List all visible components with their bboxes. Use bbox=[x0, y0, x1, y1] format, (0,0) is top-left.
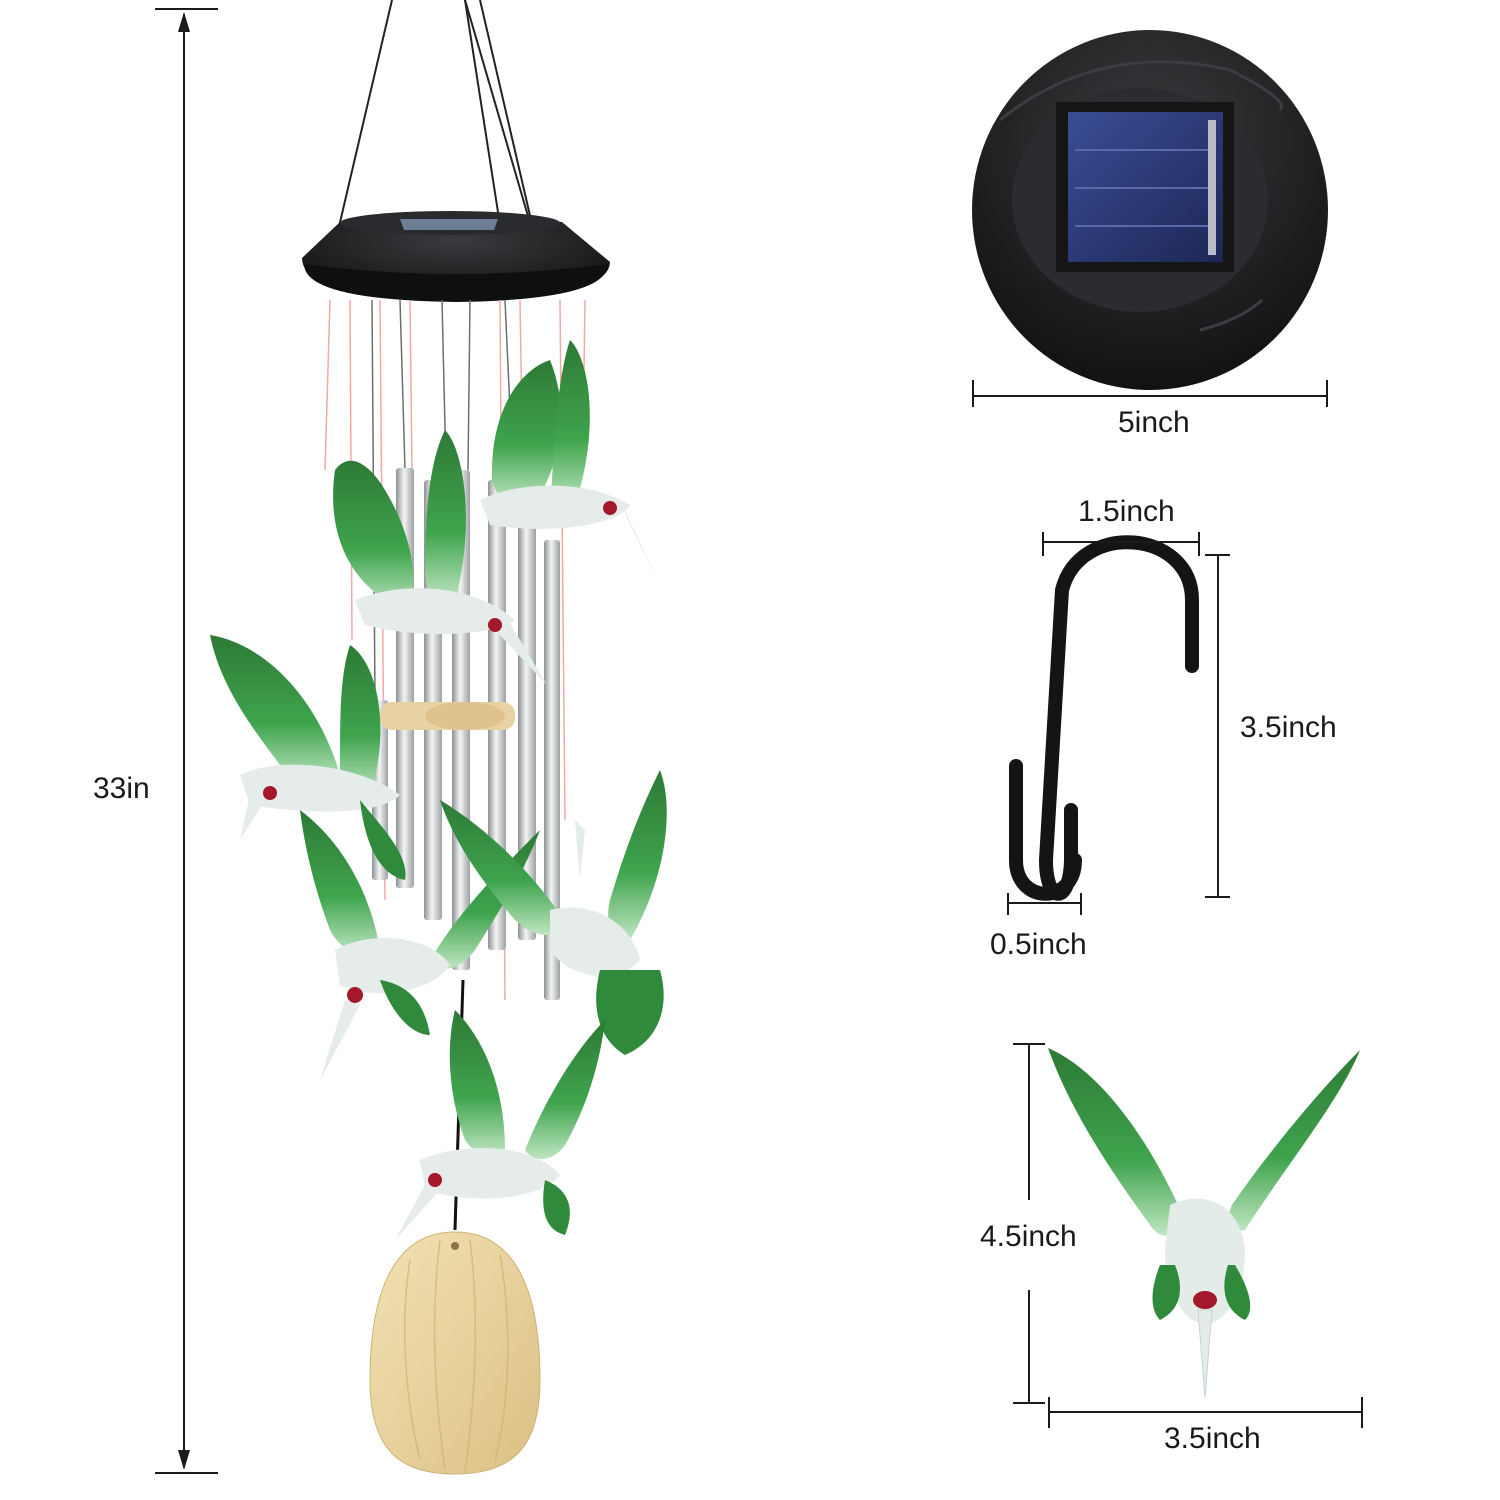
hook-height-dimension bbox=[1205, 554, 1230, 898]
overall-height-label: 33in bbox=[93, 772, 150, 805]
hook-gap-dimension bbox=[1007, 893, 1082, 915]
top-diameter-dimension bbox=[972, 380, 1328, 407]
solar-panel bbox=[1056, 102, 1234, 272]
bird-width-dimension bbox=[1048, 1397, 1363, 1428]
overall-height-dimension bbox=[155, 8, 218, 1474]
hook-gap-label: 0.5inch bbox=[990, 928, 1087, 961]
bird-width-label: 3.5inch bbox=[1164, 1422, 1261, 1455]
hummingbird-cluster bbox=[210, 340, 667, 1240]
solar-cap bbox=[302, 211, 610, 302]
bird-height-label: 4.5inch bbox=[980, 1220, 1077, 1253]
wood-sail bbox=[369, 1231, 541, 1475]
hook-width-dimension bbox=[1042, 532, 1200, 556]
bird-height-dimension bbox=[1013, 1043, 1045, 1404]
hanging-strings bbox=[333, 0, 539, 251]
hook-width-label: 1.5inch bbox=[1078, 495, 1175, 528]
hook-height-label: 3.5inch bbox=[1240, 711, 1337, 744]
wind-chime-product bbox=[210, 0, 667, 1475]
single-hummingbird bbox=[1048, 1048, 1360, 1399]
s-hook bbox=[1009, 535, 1199, 901]
top-diameter-label: 5inch bbox=[1118, 406, 1190, 439]
solar-top-closeup bbox=[972, 30, 1328, 390]
